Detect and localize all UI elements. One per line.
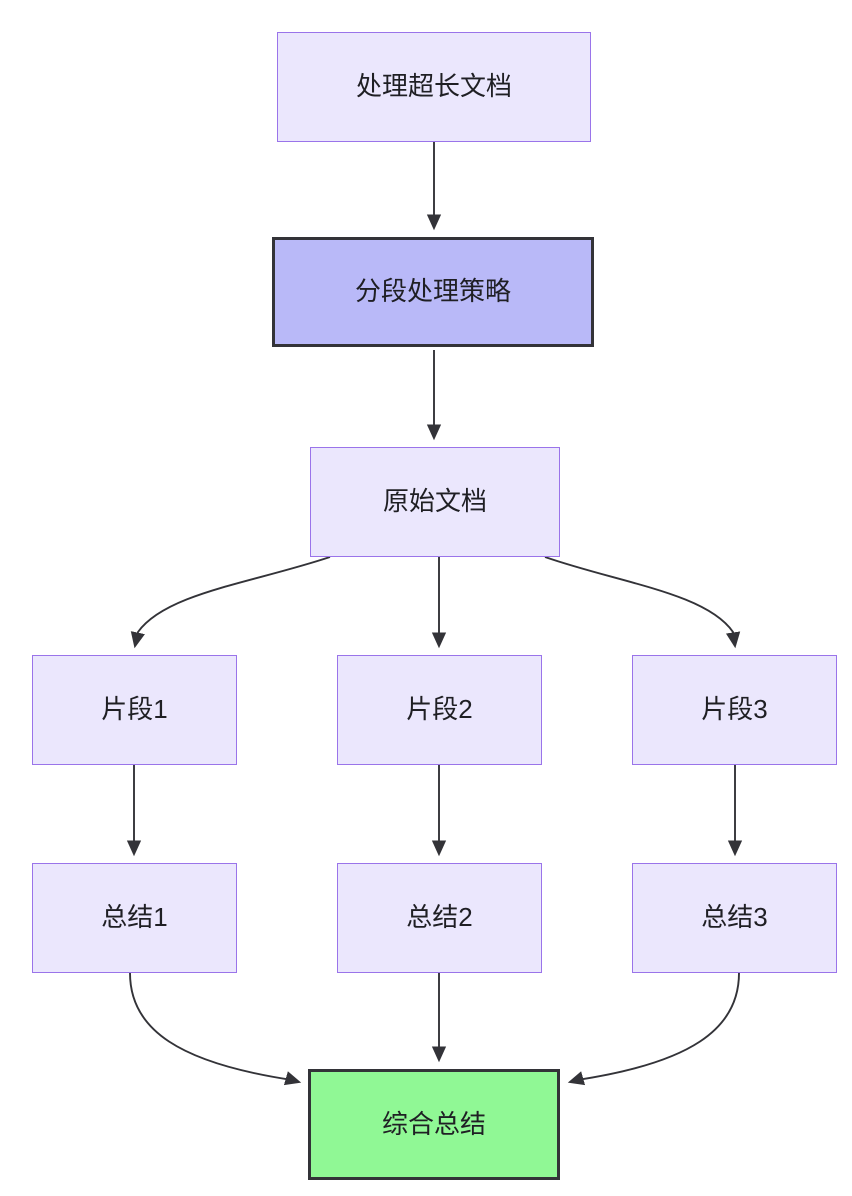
- node-label: 处理超长文档: [355, 71, 512, 102]
- edge-summary3-to-final: [567, 972, 740, 1086]
- edge-source-doc-to-chunk1: [130, 556, 331, 649]
- edge-summary1-to-final: [129, 972, 302, 1086]
- node-chunk-3[interactable]: 片段3: [632, 655, 837, 765]
- node-label: 片段1: [101, 694, 168, 725]
- node-label: 总结3: [701, 902, 768, 933]
- node-label: 片段2: [406, 694, 473, 725]
- node-chunking-strategy[interactable]: 分段处理策略: [272, 237, 594, 347]
- node-label: 综合总结: [381, 1108, 486, 1139]
- node-final-summary[interactable]: 综合总结: [308, 1069, 560, 1180]
- node-label: 分段处理策略: [354, 276, 511, 307]
- node-label: 总结1: [101, 902, 168, 933]
- node-summary-3[interactable]: 总结3: [632, 863, 837, 973]
- node-summary-1[interactable]: 总结1: [32, 863, 237, 973]
- node-chunk-1[interactable]: 片段1: [32, 655, 237, 765]
- node-source-document[interactable]: 原始文档: [310, 447, 560, 557]
- node-label: 原始文档: [382, 486, 487, 517]
- node-process-long-document[interactable]: 处理超长文档: [277, 32, 591, 142]
- node-chunk-2[interactable]: 片段2: [337, 655, 542, 765]
- node-label: 总结2: [406, 902, 473, 933]
- edge-source-doc-to-chunk3: [544, 556, 741, 649]
- node-label: 片段3: [701, 694, 768, 725]
- node-summary-2[interactable]: 总结2: [337, 863, 542, 973]
